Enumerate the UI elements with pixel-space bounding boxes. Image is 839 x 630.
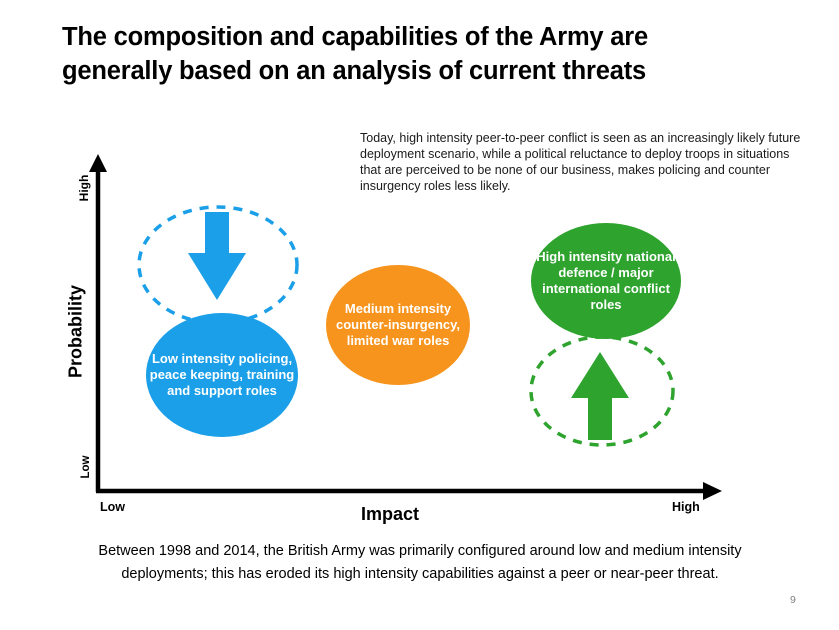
bubble-medium-intensity-label: Medium intensity counter-insurgency, lim… bbox=[335, 301, 460, 348]
slide-title: The composition and capabilities of the … bbox=[62, 20, 792, 88]
bottom-caption: Between 1998 and 2014, the British Army … bbox=[98, 543, 742, 582]
bubble-high-intensity-label: High intensity national defence / major … bbox=[536, 249, 676, 312]
annotation-text: Today, high intensity peer-to-peer confl… bbox=[360, 131, 801, 193]
down-arrow-icon bbox=[188, 212, 246, 300]
y-axis-title: Probability bbox=[65, 285, 86, 379]
bubble-high-intensity: High intensity national defence / major … bbox=[531, 223, 681, 339]
y-axis-high-label: High bbox=[77, 174, 91, 202]
bubble-low-intensity-label: Low intensity policing, peace keeping, t… bbox=[149, 351, 295, 398]
x-axis-high-label: High bbox=[672, 500, 700, 514]
x-axis-title: Impact bbox=[360, 504, 420, 524]
y-axis-low-label: Low bbox=[80, 455, 92, 479]
x-axis-arrowhead-icon bbox=[703, 482, 722, 500]
y-axis-arrowhead-icon bbox=[89, 154, 107, 172]
slide-title-line-1: The composition and capabilities of the … bbox=[62, 23, 648, 51]
up-arrow-icon bbox=[571, 352, 629, 440]
page-number: 9 bbox=[790, 594, 796, 606]
bubble-medium-intensity: Medium intensity counter-insurgency, lim… bbox=[326, 265, 470, 385]
x-axis-low-label: Low bbox=[100, 500, 125, 514]
bubble-low-intensity: Low intensity policing, peace keeping, t… bbox=[146, 313, 298, 437]
slide-title-line-2: generally based on an analysis of curren… bbox=[62, 57, 646, 85]
